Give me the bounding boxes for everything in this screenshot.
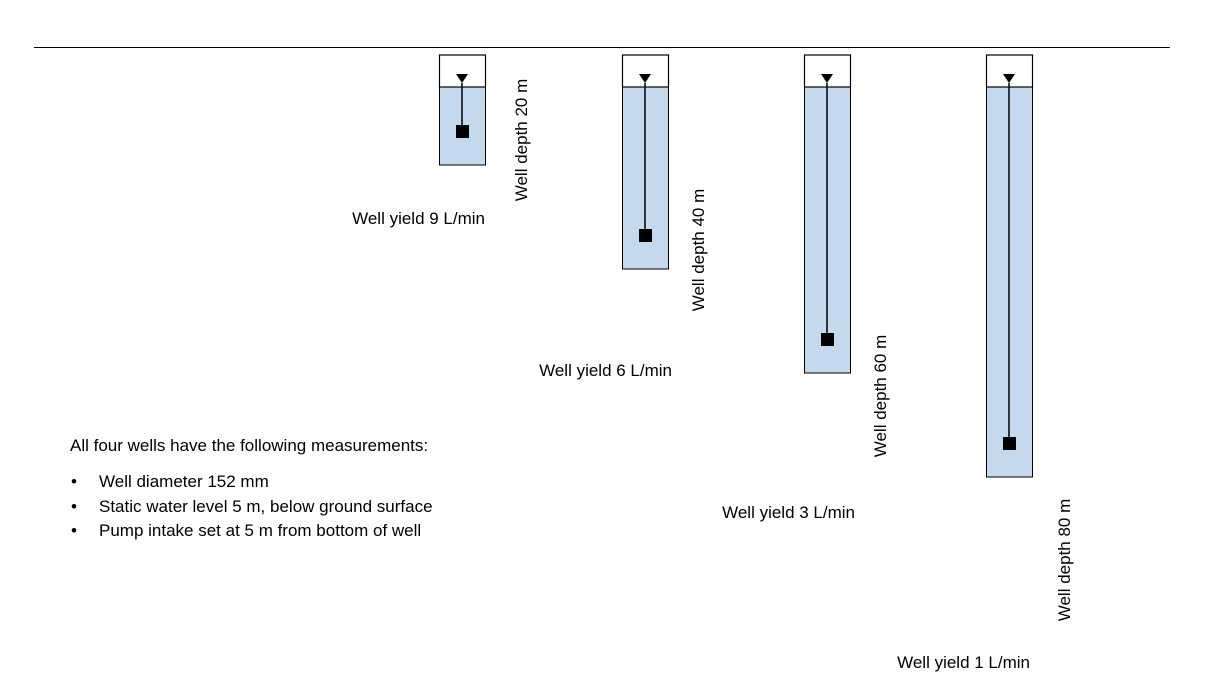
- pump-intake-square-icon: [1003, 437, 1016, 450]
- water-level-triangle-icon: [821, 74, 833, 83]
- pump-intake-square-icon: [456, 125, 469, 138]
- pump-intake-square-icon: [821, 333, 834, 346]
- measurements-notes: All four wells have the following measur…: [70, 436, 630, 546]
- well-yield-label: Well yield 1 L/min: [897, 653, 1030, 672]
- well-3: Well depth 60 m Well yield 3 L/min: [722, 54, 890, 522]
- well-depth-label: Well depth 80 m: [1055, 499, 1074, 622]
- notes-heading: All four wells have the following measur…: [70, 436, 429, 455]
- well-depth-label: Well depth 60 m: [871, 335, 890, 458]
- well-2: Well depth 40 m Well yield 6 L/min: [539, 54, 708, 380]
- well-depth-label: Well depth 40 m: [689, 189, 708, 312]
- pump-intake-square-icon: [639, 229, 652, 242]
- well-yield-label: Well yield 3 L/min: [722, 503, 855, 522]
- water-level-triangle-icon: [1003, 74, 1015, 83]
- water-level-triangle-icon: [639, 74, 651, 83]
- note-item-diameter: Well diameter 152 mm: [70, 472, 630, 493]
- note-item-pump-intake: Pump intake set at 5 m from bottom of we…: [70, 521, 630, 542]
- water-level-triangle-icon: [456, 74, 468, 83]
- well-1: Well depth 20 m Well yield 9 L/min: [352, 54, 531, 228]
- note-item-static-level: Static water level 5 m, below ground sur…: [70, 497, 630, 518]
- well-yield-label: Well yield 9 L/min: [352, 209, 485, 228]
- well-4: Well depth 80 m Well yield 1 L/min: [897, 54, 1074, 672]
- well-yield-label: Well yield 6 L/min: [539, 361, 672, 380]
- well-depth-label: Well depth 20 m: [512, 79, 531, 202]
- notes-list: Well diameter 152 mm Static water level …: [70, 472, 630, 542]
